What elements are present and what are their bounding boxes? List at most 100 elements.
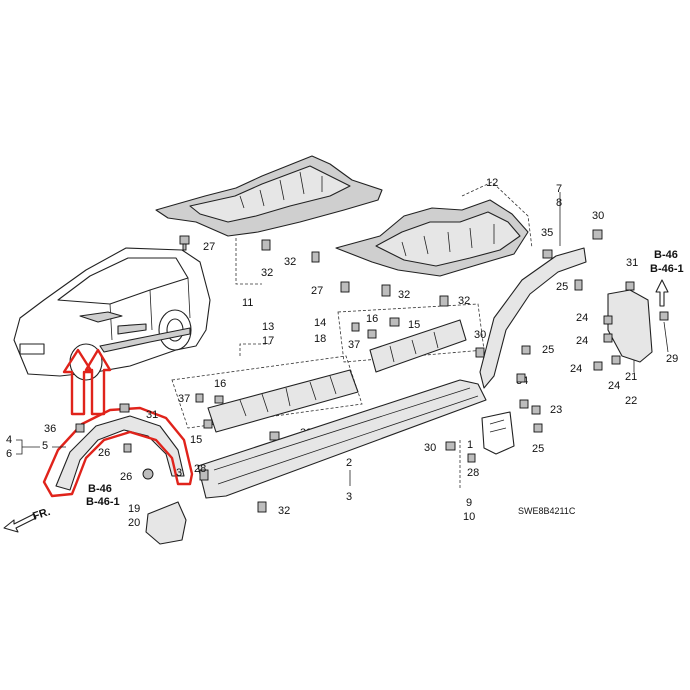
callout-30-b: 30 bbox=[592, 210, 604, 222]
clip-icon bbox=[592, 229, 603, 240]
callout-15-a: 15 bbox=[190, 434, 202, 446]
side-garnish-front bbox=[207, 369, 359, 433]
clip-icon bbox=[389, 317, 400, 327]
clip-icon bbox=[531, 405, 541, 415]
callout-15-b: 15 bbox=[408, 319, 420, 331]
front-fender-flare bbox=[55, 415, 185, 491]
screw-icon bbox=[593, 361, 603, 371]
rear-fender-flare bbox=[479, 247, 587, 389]
screw-icon bbox=[603, 333, 613, 343]
callout-17: 17 bbox=[262, 335, 274, 347]
callout-31-b: 31 bbox=[146, 409, 158, 421]
callout-5: 5 bbox=[42, 440, 48, 452]
callout-31-a: 31 bbox=[626, 257, 638, 269]
callout-16-a: 16 bbox=[214, 378, 226, 390]
callout-11: 11 bbox=[242, 297, 253, 309]
callout-22: 22 bbox=[625, 395, 637, 407]
callout-32-d: 32 bbox=[458, 295, 470, 307]
clip-icon bbox=[203, 419, 213, 429]
screw-icon bbox=[257, 501, 267, 513]
clip-icon bbox=[214, 395, 224, 404]
screw-icon bbox=[439, 295, 449, 307]
front-arrow-icon: FR. bbox=[3, 506, 52, 533]
clip-icon bbox=[261, 239, 271, 251]
clip-icon bbox=[659, 311, 669, 321]
callout-20: 20 bbox=[128, 517, 140, 529]
callout-32-e: 32 bbox=[278, 505, 290, 517]
screw-icon bbox=[381, 284, 391, 297]
clip-icon bbox=[475, 347, 485, 358]
callout-6: 6 bbox=[6, 448, 12, 460]
ref-b46-left: B-46 bbox=[88, 483, 112, 495]
clip-icon bbox=[123, 443, 132, 453]
callout-25-b: 25 bbox=[556, 281, 568, 293]
highlight-arrow-left bbox=[62, 348, 94, 416]
callout-37-b: 37 bbox=[348, 339, 360, 351]
callout-37-a: 37 bbox=[178, 393, 190, 405]
clip-icon bbox=[195, 393, 204, 403]
diagram-code: SWE8B4211C bbox=[518, 506, 576, 516]
front-label: FR. bbox=[31, 506, 52, 523]
clip-icon bbox=[119, 403, 130, 413]
callout-7: 7 bbox=[556, 183, 562, 195]
callout-24-c: 24 bbox=[570, 363, 582, 375]
clip-icon bbox=[533, 423, 543, 433]
callout-2: 2 bbox=[346, 457, 352, 469]
callout-27-b: 27 bbox=[311, 285, 323, 297]
callout-24-d: 24 bbox=[608, 380, 620, 392]
callout-25-c: 25 bbox=[542, 344, 554, 356]
callout-27-a: 27 bbox=[203, 241, 215, 253]
callout-32-b: 32 bbox=[284, 256, 296, 268]
car-icon bbox=[13, 247, 211, 381]
clip-icon bbox=[269, 431, 280, 441]
ref-b46-right: B-46 bbox=[654, 249, 678, 261]
callout-16-b: 16 bbox=[366, 313, 378, 325]
clip-icon bbox=[351, 322, 360, 332]
callout-1: 1 bbox=[467, 439, 473, 451]
clip-icon bbox=[340, 281, 350, 293]
callout-18: 18 bbox=[314, 333, 326, 345]
callout-25-a: 25 bbox=[532, 443, 544, 455]
clip-icon bbox=[199, 469, 209, 481]
callout-32-a: 32 bbox=[261, 267, 273, 279]
screw-icon bbox=[611, 355, 621, 365]
rear-mudguard bbox=[607, 281, 653, 363]
screw-icon bbox=[603, 315, 613, 325]
callout-24-a: 24 bbox=[576, 312, 588, 324]
callout-30-c: 30 bbox=[474, 329, 486, 341]
callout-3-b: 3 bbox=[176, 467, 182, 479]
ref-b461-left: B-46-1 bbox=[86, 496, 120, 508]
under-cover-rear bbox=[335, 199, 529, 277]
callout-3: 3 bbox=[346, 491, 352, 503]
ref-b461-right: B-46-1 bbox=[650, 263, 684, 275]
callout-36: 36 bbox=[44, 423, 56, 435]
callout-32-c: 32 bbox=[398, 289, 410, 301]
callout-9: 9 bbox=[466, 497, 472, 509]
sill-bracket bbox=[481, 411, 515, 455]
front-mudguard bbox=[145, 501, 187, 545]
callout-8: 8 bbox=[556, 197, 562, 209]
clip-icon bbox=[516, 373, 526, 383]
callout-21: 21 bbox=[625, 371, 637, 383]
callout-24-b: 24 bbox=[576, 335, 588, 347]
callout-10: 10 bbox=[463, 511, 475, 523]
callout-30-a: 30 bbox=[424, 442, 436, 454]
callout-29: 29 bbox=[666, 353, 678, 365]
clip-icon bbox=[179, 235, 190, 251]
screw-icon bbox=[574, 279, 583, 291]
callout-26-a: 26 bbox=[98, 447, 110, 459]
callout-12: 12 bbox=[486, 177, 498, 189]
screw-icon bbox=[142, 468, 154, 480]
callout-28-b: 28 bbox=[467, 467, 479, 479]
callout-13: 13 bbox=[262, 321, 274, 333]
callout-35: 35 bbox=[541, 227, 553, 239]
callout-4: 4 bbox=[6, 434, 12, 446]
screw-icon bbox=[521, 345, 531, 355]
screw-icon bbox=[519, 399, 529, 409]
callout-14: 14 bbox=[314, 317, 326, 329]
clip-icon bbox=[467, 453, 476, 463]
highlight-arrow-right bbox=[84, 348, 112, 416]
clip-icon bbox=[445, 441, 456, 451]
highlight-outline bbox=[42, 406, 194, 498]
